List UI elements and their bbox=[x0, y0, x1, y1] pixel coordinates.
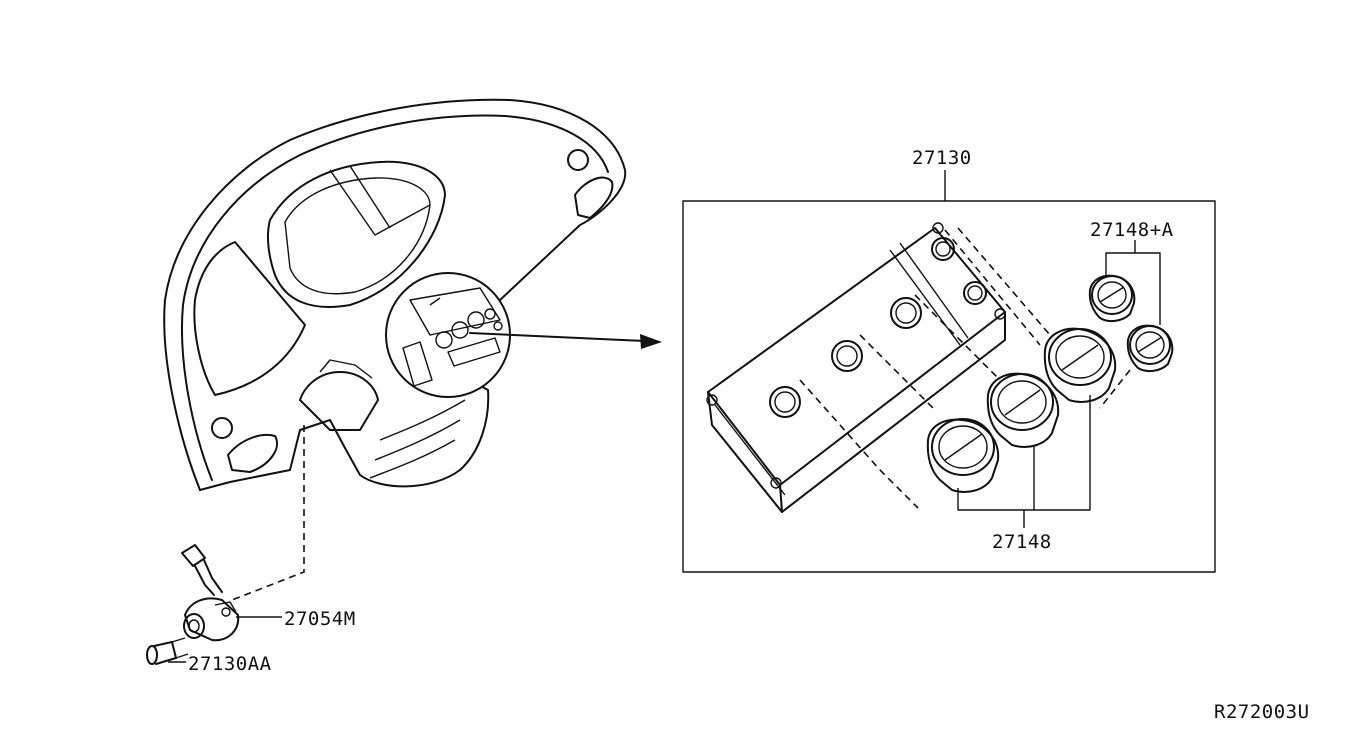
knob-upper bbox=[1043, 327, 1117, 403]
knob-a-part-label: 27148+A bbox=[1090, 219, 1174, 241]
instrument-panel-drawing bbox=[163, 98, 627, 491]
knob-small-upper bbox=[1088, 274, 1136, 323]
projection-lines bbox=[799, 227, 1131, 509]
knob-small-lower bbox=[1126, 324, 1174, 373]
exploded-view-frame bbox=[682, 200, 1216, 573]
sensor-drawing bbox=[181, 544, 240, 642]
sensor-part-label: 27054M bbox=[284, 608, 356, 630]
screw-drawing bbox=[146, 637, 189, 665]
screw-part-label: 27130AA bbox=[188, 653, 272, 675]
knob-part-label: 27148 bbox=[992, 531, 1052, 553]
knob-lower bbox=[926, 418, 1000, 493]
callout-arrow bbox=[469, 332, 662, 349]
assembly-part-label: 27130 bbox=[912, 147, 972, 169]
knob-bracket bbox=[957, 395, 1091, 511]
knob-a-bracket bbox=[1105, 252, 1161, 325]
knob-middle bbox=[986, 372, 1060, 448]
sensor-leader-line bbox=[231, 425, 305, 601]
drawing-code-label: R272003U bbox=[1214, 701, 1310, 723]
control-unit-drawing bbox=[706, 222, 1006, 513]
